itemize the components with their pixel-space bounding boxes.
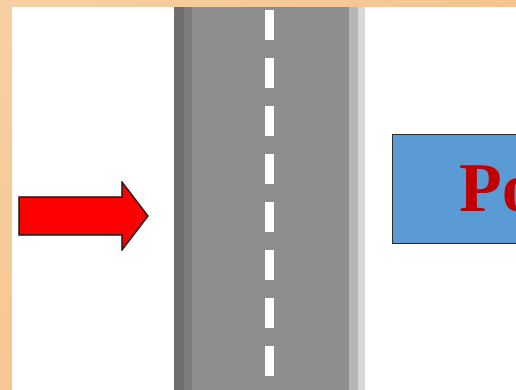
sign-box: Po [392,134,516,244]
lane-line [265,106,274,136]
lane-line [265,250,274,280]
sign-text: Po [459,150,516,227]
lane-line [265,58,274,88]
lane-line [265,154,274,184]
lane-line [265,202,274,232]
right-arrow-icon [18,181,149,251]
road-right-shoulder [358,7,365,390]
lane-line [265,10,274,40]
road-right-edge [349,7,358,390]
road-left-shoulder [174,7,184,390]
lane-line [265,346,274,376]
road [174,7,365,390]
slide-canvas: Po [12,7,516,390]
lane-line [265,298,274,328]
road-left-edge [184,7,192,390]
